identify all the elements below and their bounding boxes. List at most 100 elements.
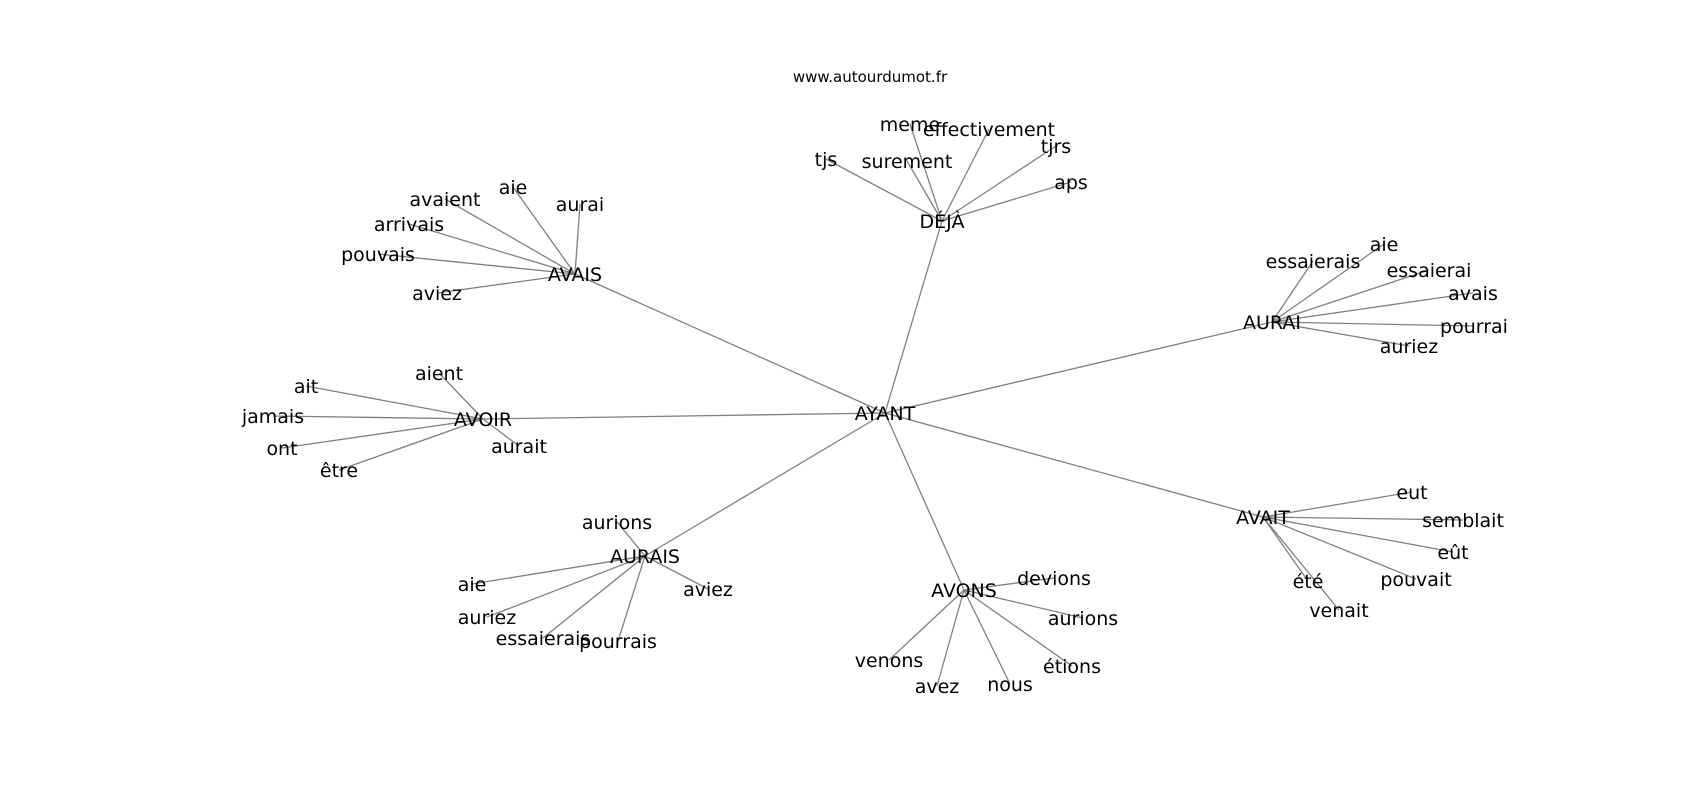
word-node-avoir_aient[interactable]: aient [415,363,463,385]
word-node-deja_meme[interactable]: meme [880,114,940,136]
word-node-avait_semblait[interactable]: semblait [1422,510,1504,532]
edge-ayant-n_avais [574,273,886,414]
edge-avoir-avoir_etre [338,418,484,471]
word-node-avait[interactable]: AVAIT [1236,507,1290,529]
word-node-avoir_aurait[interactable]: aurait [491,436,547,458]
edge-avais-avais_pouvais [377,253,576,275]
edge-ayant-n_avait [884,412,1264,518]
edge-ayant-n_avoir [482,412,886,420]
edge-avoir-avoir_jamais [272,415,484,420]
graph-edges [272,123,1475,687]
edge-avait-avait_ete [1262,516,1309,582]
word-node-avait_eut2[interactable]: eût [1437,542,1468,564]
word-node-avait_pouvait[interactable]: pouvait [1380,569,1451,591]
word-node-avons_nous[interactable]: nous [987,674,1033,696]
edge-aurais-aurais_aie [471,555,646,585]
word-node-aurai_auriez[interactable]: auriez [1380,336,1438,358]
edge-avais-avais_aie [512,186,576,275]
edge-ayant-n_aurais [644,412,886,557]
edge-avons-avons_avez [936,589,965,687]
edge-avait-avait_venait [1262,516,1340,611]
word-node-deja[interactable]: DÉJÀ [920,210,965,233]
edge-avons-avons_aurions [963,589,1084,619]
word-node-avons_aurions[interactable]: aurions [1048,608,1118,630]
edge-deja-deja_meme [909,123,943,222]
edge-aurai-aurai_aie [1271,243,1385,323]
word-node-deja_aps[interactable]: aps [1054,172,1088,194]
word-node-aurais_pourrais[interactable]: pourrais [579,631,657,653]
edge-aurais-aurais_aurions [616,521,646,557]
word-node-avais_aie[interactable]: aie [499,177,528,199]
word-node-avait_eut[interactable]: eut [1396,482,1427,504]
word-node-avoir[interactable]: AVOIR [454,409,512,431]
edge-deja-deja_tjs [825,158,943,222]
edge-deja-deja_effectivement [941,128,990,222]
word-node-avais_avaient[interactable]: avaient [410,189,481,211]
word-node-avoir_jamais[interactable]: jamais [241,406,304,428]
word-node-aurais[interactable]: AURAIS [610,546,680,568]
word-node-aurais_aurions[interactable]: aurions [582,512,652,534]
word-node-aurai_essaierai[interactable]: essaierai [1387,260,1472,282]
edge-aurais-aurais_aviez [644,555,709,590]
edge-aurai-aurai_essaierai [1271,269,1430,323]
word-node-avais_aviez[interactable]: aviez [412,283,462,305]
edge-avais-avais_aurai [574,203,581,275]
word-node-avons_devions[interactable]: devions [1017,568,1091,590]
edge-avoir-avoir_ait [305,385,484,420]
word-node-avait_ete[interactable]: été [1293,571,1324,593]
word-node-avait_venait[interactable]: venait [1309,600,1368,622]
edge-avait-avait_eut [1262,491,1413,518]
edge-aurai-aurai_pourrai [1271,321,1475,327]
word-node-avons_etions[interactable]: étions [1043,656,1101,678]
edge-avons-avons_nous [963,589,1011,685]
edge-avons-avons_etions [963,589,1073,667]
word-node-aurais_aie[interactable]: aie [458,574,487,596]
edge-avons-avons_venons [888,589,965,661]
word-node-aurais_aviez[interactable]: aviez [683,579,733,601]
word-node-avais_pouvais[interactable]: pouvais [341,244,415,266]
word-node-avoir_ait[interactable]: ait [294,376,318,398]
edge-aurai-aurai_essaierais [1271,260,1314,323]
graph-labels: AYANT DÉJÀ AVAIS AURAI AVOIR AVAIT AURAIS AVONS… [241,114,1508,698]
edge-ayant-n_avons [884,412,965,591]
edge-avons-avons_devions [963,577,1055,591]
word-node-avons[interactable]: AVONS [931,580,997,602]
site-watermark: www.autourdumot.fr [793,68,948,86]
edge-avoir-avoir_aurait [482,418,520,447]
edge-ayant-n_deja [884,220,943,414]
word-node-avais_arrivais[interactable]: arrivais [374,214,444,236]
word-node-deja_tjrs[interactable]: tjrs [1041,136,1071,158]
edge-deja-deja_surement [906,160,943,222]
edge-aurai-aurai_auriez [1271,321,1410,347]
edge-aurais-aurais_auriez [486,555,646,618]
edge-deja-deja_aps [941,181,1072,222]
word-node-avoir_etre[interactable]: être [320,460,358,482]
edge-aurai-aurai_avais [1271,292,1474,323]
edge-avait-avait_pouvait [1262,516,1417,580]
edge-avais-avais_arrivais [408,223,576,275]
word-node-aurais_auriez[interactable]: auriez [458,607,516,629]
word-node-avais_aurai[interactable]: aurai [556,194,604,216]
word-node-aurais_essaierais[interactable]: essaierais [496,628,591,650]
word-node-avons_venons[interactable]: venons [855,650,924,672]
word-node-avons_avez[interactable]: avez [915,676,960,698]
word-node-aurai[interactable]: AURAI [1243,312,1301,334]
edge-avoir-avoir_ont [281,418,484,449]
edge-avoir-avoir_aient [438,372,484,420]
word-node-deja_tjs[interactable]: tjs [815,149,838,171]
word-node-aurai_aie[interactable]: aie [1370,234,1399,256]
edge-aurais-aurais_pourrais [617,555,646,642]
word-node-aurai_essaierais[interactable]: essaierais [1266,251,1361,273]
hub-node-ayant[interactable]: AYANT [855,403,916,425]
word-node-deja_surement[interactable]: surement [862,151,953,173]
edge-deja-deja_tjrs [941,145,1057,222]
word-node-deja_effectivement[interactable]: effectivement [923,119,1055,141]
edge-avais-avais_aviez [436,273,576,294]
word-node-avais[interactable]: AVAIS [548,264,602,286]
word-node-aurai_pourrai[interactable]: pourrai [1440,316,1508,338]
word-node-aurai_avais[interactable]: avais [1448,283,1498,305]
edge-avait-avait_semblait [1262,516,1464,521]
edge-ayant-n_aurai [884,321,1273,414]
word-node-avoir_ont[interactable]: ont [266,438,297,460]
